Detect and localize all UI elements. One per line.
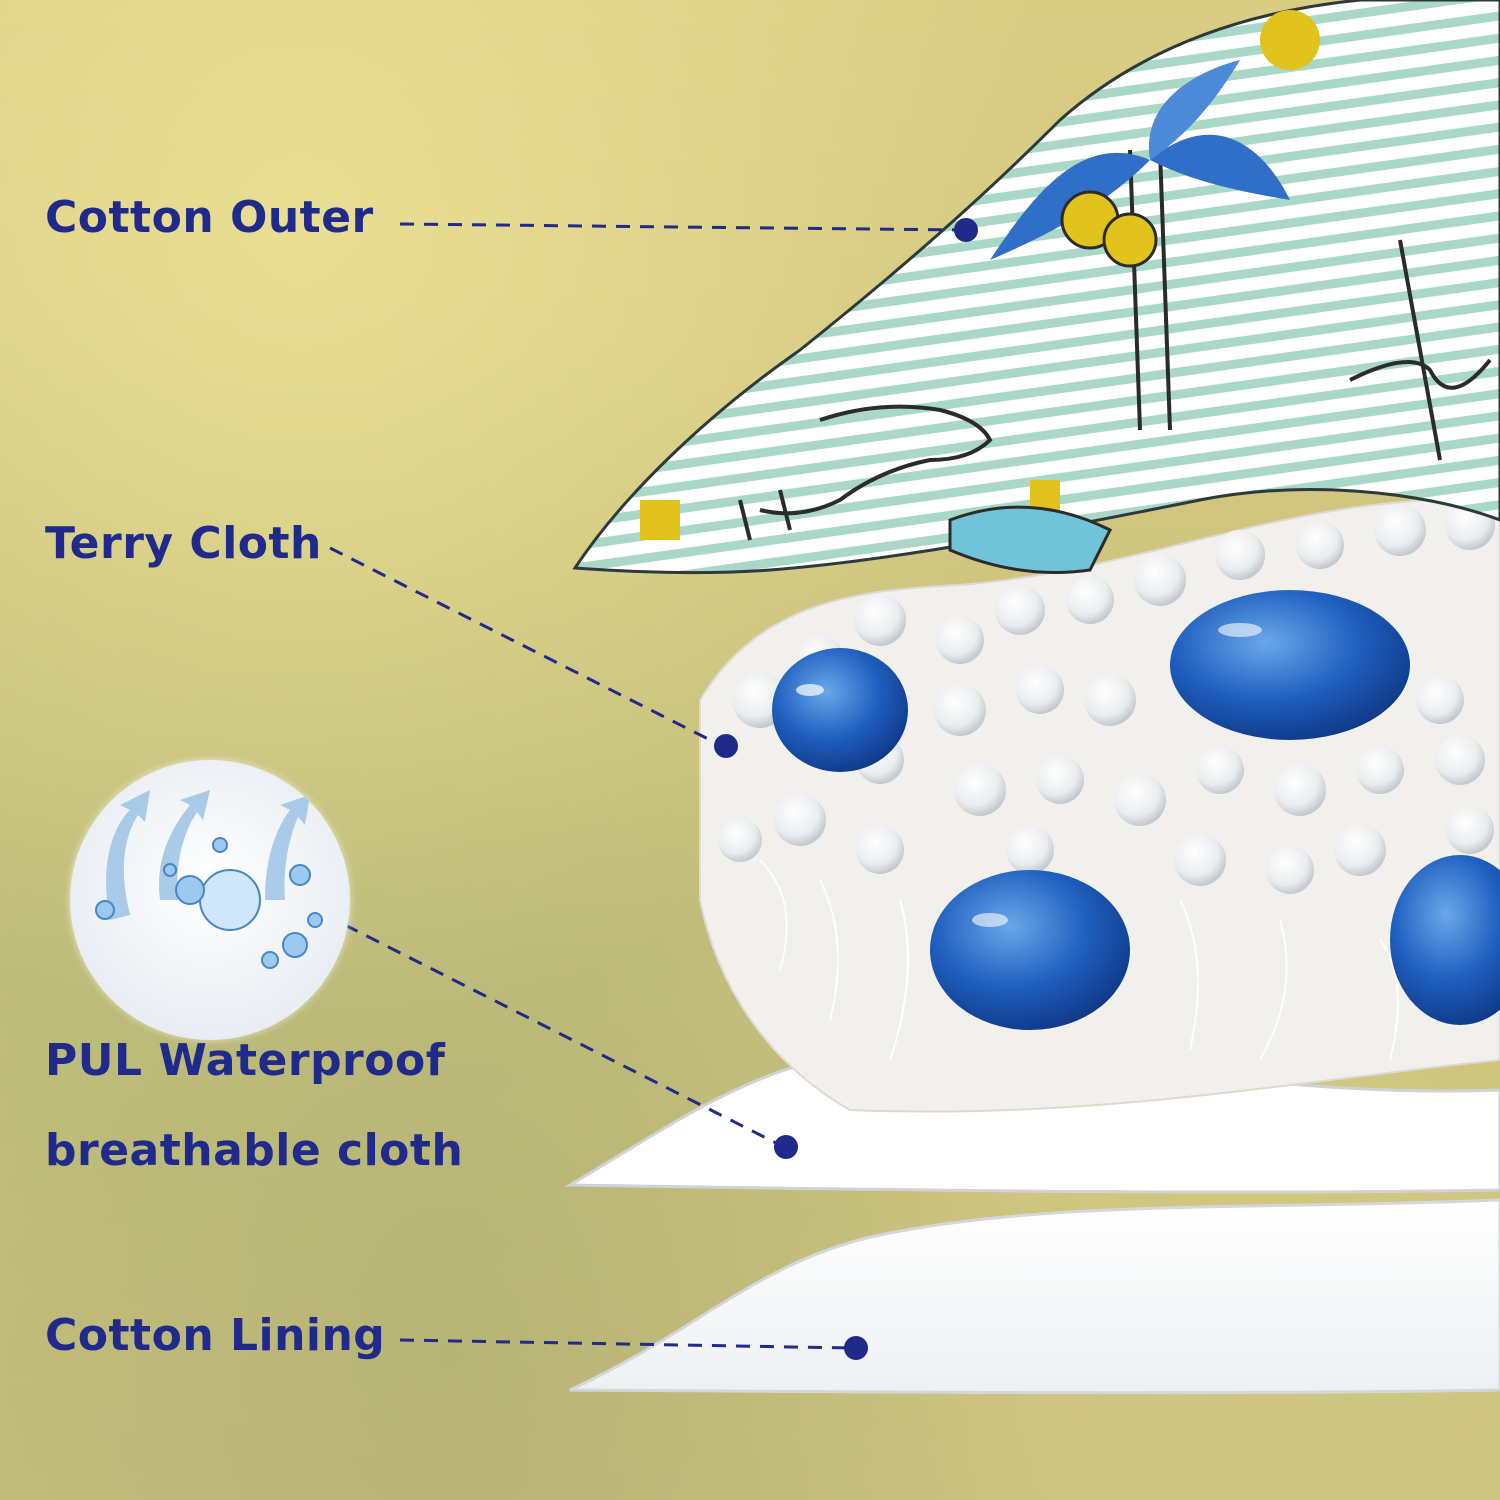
leader-line-cotton-outer [399,222,961,232]
label-pul-line2: breathable cloth [45,1125,464,1176]
label-terry-cloth: Terry Cloth [45,518,322,569]
leader-line-pul [344,923,781,1147]
dinosaur-print-doodles [738,149,1492,541]
absorbent-gel-beads [772,590,1500,1030]
label-cotton-outer: Cotton Outer [45,192,374,243]
water-droplet-icon [95,837,323,969]
leader-line-cotton-lining [399,1338,851,1350]
terry-balls [718,500,1495,894]
palm-leaves [640,10,1320,574]
marker-dot-cotton-lining [844,1336,868,1360]
label-pul-line1: PUL Waterproof [45,1035,446,1086]
marker-dot-pul [774,1135,798,1159]
cotton-outer-layer [572,0,1500,575]
marker-dot-cotton-outer [954,218,978,242]
cotton-lining-layer [569,1198,1500,1395]
marker-dot-terry-cloth [714,734,738,758]
pul-breathable-inset [70,760,350,1040]
leader-line-terry-cloth [329,546,721,747]
label-cotton-lining: Cotton Lining [45,1310,386,1361]
